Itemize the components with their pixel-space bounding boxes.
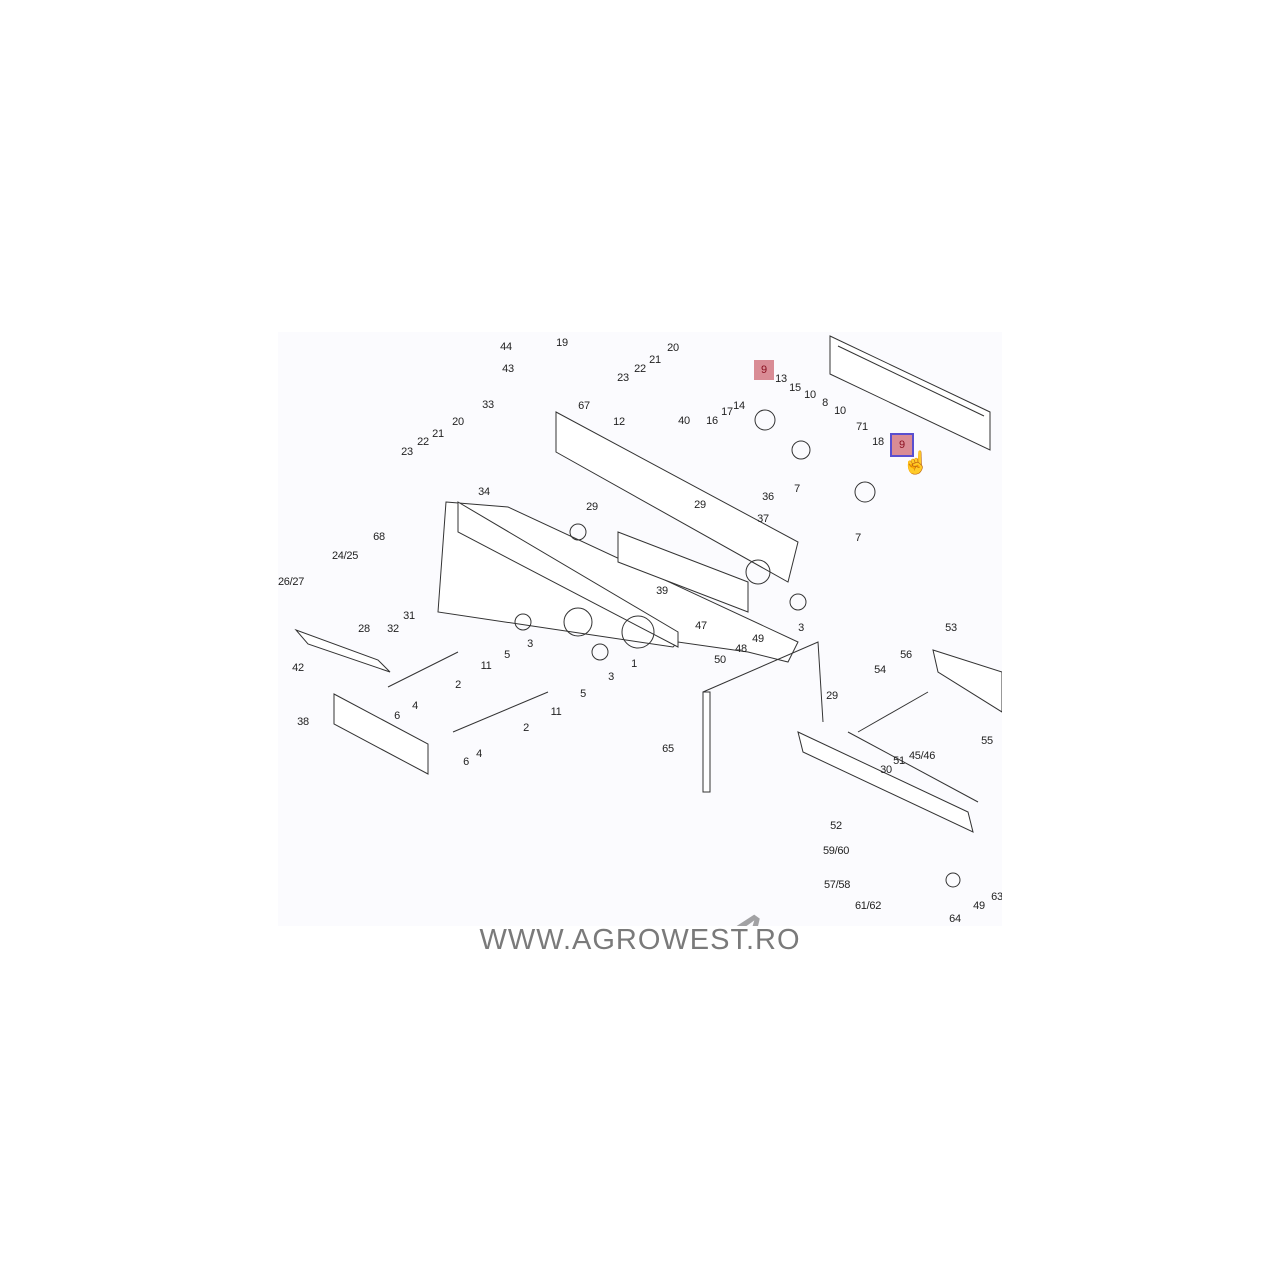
callout-label[interactable]: 5 — [580, 688, 586, 700]
callout-label[interactable]: 54 — [874, 664, 886, 676]
callout-label[interactable]: 65 — [662, 743, 674, 755]
callout-label[interactable]: 33 — [482, 399, 494, 411]
callout-label[interactable]: 29 — [586, 501, 598, 513]
parts-exploded-diagram: Agro w est 44192021222343131510336714810… — [278, 332, 1002, 926]
callout-label[interactable]: 40 — [678, 415, 690, 427]
website-url[interactable]: WWW.AGROWEST.RO — [479, 924, 801, 956]
callout-label[interactable]: 37 — [757, 513, 769, 525]
callout-label[interactable]: 28 — [358, 623, 370, 635]
callout-label[interactable]: 4 — [412, 700, 418, 712]
callout-label[interactable]: 2 — [455, 679, 461, 691]
callout-label[interactable]: 55 — [981, 735, 993, 747]
callout-label[interactable]: 13 — [775, 373, 787, 385]
callout-label[interactable]: 61/62 — [854, 900, 882, 912]
callout-label[interactable]: 26/27 — [278, 576, 305, 588]
highlighted-part-9-selected[interactable]: 9 — [890, 433, 914, 457]
callout-label[interactable]: 7 — [855, 532, 861, 544]
diagram-artwork — [294, 335, 1002, 888]
callout-label[interactable]: 18 — [872, 436, 884, 448]
callout-label[interactable]: 52 — [830, 820, 842, 832]
callout-label[interactable]: 17 — [721, 406, 733, 418]
callout-label[interactable]: 63 — [991, 891, 1002, 903]
callout-label[interactable]: 44 — [500, 341, 512, 353]
hand-cursor-icon: ☝ — [902, 450, 930, 475]
callout-label[interactable]: 19 — [556, 337, 568, 349]
callout-label[interactable]: 23 — [617, 372, 629, 384]
callout-label[interactable]: 21 — [432, 428, 444, 440]
callout-label[interactable]: 49 — [752, 633, 764, 645]
callout-label[interactable]: 10 — [804, 389, 816, 401]
callout-label[interactable]: 30 — [880, 764, 892, 776]
callout-label[interactable]: 14 — [733, 400, 745, 412]
callout-label[interactable]: 67 — [578, 400, 590, 412]
callout-label[interactable]: 7 — [794, 483, 800, 495]
highlighted-part-9[interactable]: 9 — [754, 360, 774, 380]
callout-label[interactable]: 56 — [900, 649, 912, 661]
callout-label[interactable]: 39 — [656, 585, 668, 597]
callout-label[interactable]: 64 — [949, 913, 961, 925]
callout-label[interactable]: 51 — [893, 755, 905, 767]
callout-label[interactable]: 50 — [714, 654, 726, 666]
callout-label[interactable]: 3 — [608, 671, 614, 683]
callout-label[interactable]: 32 — [387, 623, 399, 635]
callout-label[interactable]: 31 — [403, 610, 415, 622]
callout-label[interactable]: 10 — [834, 405, 846, 417]
callout-label[interactable]: 2 — [523, 722, 529, 734]
callout-label[interactable]: 8 — [822, 397, 828, 409]
callout-label[interactable]: 68 — [373, 531, 385, 543]
callout-label[interactable]: 22 — [634, 363, 646, 375]
callout-label[interactable]: 29 — [694, 499, 706, 511]
callout-label[interactable]: 5 — [504, 649, 510, 661]
callout-label[interactable]: 34 — [478, 486, 490, 498]
callout-label[interactable]: 6 — [394, 710, 400, 722]
callout-label[interactable]: 24/25 — [331, 550, 359, 562]
callout-label[interactable]: 59/60 — [822, 845, 850, 857]
callout-label[interactable]: 11 — [480, 660, 492, 672]
callout-label[interactable]: 49 — [973, 900, 985, 912]
callout-label[interactable]: 16 — [706, 415, 718, 427]
callout-label[interactable]: 3 — [798, 622, 804, 634]
callout-label[interactable]: 53 — [945, 622, 957, 634]
callout-label[interactable]: 36 — [762, 491, 774, 503]
callout-label[interactable]: 45/46 — [908, 750, 936, 762]
callout-label[interactable]: 22 — [417, 436, 429, 448]
callout-label[interactable]: 20 — [667, 342, 679, 354]
callout-label[interactable]: 57/58 — [823, 879, 851, 891]
callout-label[interactable]: 11 — [550, 706, 562, 718]
callout-label[interactable]: 23 — [401, 446, 413, 458]
callout-label[interactable]: 1 — [631, 658, 637, 670]
callout-label[interactable]: 43 — [502, 363, 514, 375]
callout-label[interactable]: 4 — [476, 748, 482, 760]
callout-label[interactable]: 48 — [735, 643, 747, 655]
callout-label[interactable]: 71 — [856, 421, 868, 433]
callout-label[interactable]: 29 — [826, 690, 838, 702]
callout-label[interactable]: 20 — [452, 416, 464, 428]
callout-label[interactable]: 38 — [297, 716, 309, 728]
callout-label[interactable]: 3 — [527, 638, 533, 650]
callout-label[interactable]: 21 — [649, 354, 661, 366]
callout-label[interactable]: 15 — [789, 382, 801, 394]
callout-label[interactable]: 6 — [463, 756, 469, 768]
callout-label[interactable]: 12 — [613, 416, 625, 428]
callout-label[interactable]: 42 — [292, 662, 304, 674]
callout-label[interactable]: 47 — [695, 620, 707, 632]
